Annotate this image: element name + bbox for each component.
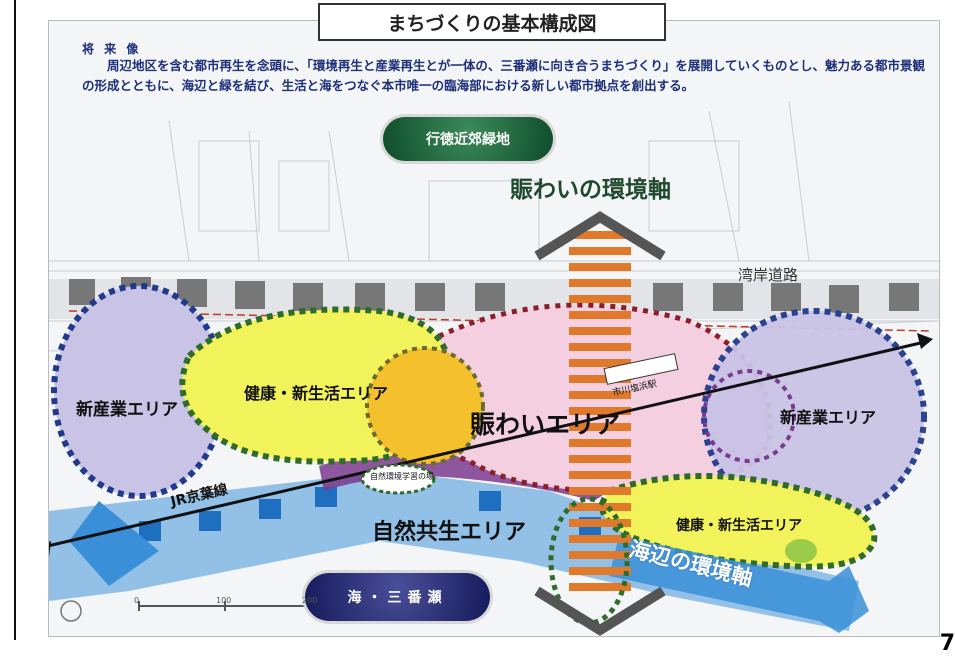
jr-line <box>49 339 930 548</box>
page-number: 7 <box>939 631 955 656</box>
green-spot <box>785 539 817 563</box>
diagram-title: まちづくりの基本構成図 <box>318 3 666 41</box>
bay-road-label: 湾岸道路 <box>738 266 799 284</box>
axis-arrow-down <box>534 586 666 636</box>
green-area-pill: 行徳近郊緑地 <box>383 117 553 161</box>
north-mark <box>60 600 82 622</box>
industry-left-label: 新産業エリア <box>76 400 178 420</box>
scale-label-200: 200 <box>302 596 318 605</box>
env-learning-ring <box>548 496 630 626</box>
lively-axis-label: 賑わいの環境軸 <box>510 177 671 203</box>
station-box <box>603 353 679 385</box>
vision-heading: 将 来 像 <box>82 42 142 56</box>
industry-right-label: 新産業エリア <box>780 408 877 427</box>
coast-axis-left-arrow <box>69 501 159 586</box>
health-left-label: 健康・新生活エリア <box>244 384 389 403</box>
nature-area-label: 自然共生エリア <box>372 520 527 545</box>
axis-arrow-up <box>534 211 666 261</box>
vision-text: 周辺地区を含む都市再生を念頭に、「環境再生と産業再生とが一体の、三番瀬に向き合う… <box>82 58 926 93</box>
base-map <box>48 20 940 637</box>
core-circle <box>365 346 485 466</box>
sea-pill: 海・三番瀬 <box>305 573 490 621</box>
coast-blocks <box>139 487 601 541</box>
jr-arrow-right <box>917 333 933 349</box>
scale-label-100: 100 <box>216 596 232 605</box>
env-learning-label: 自然環境学習の場 <box>370 472 434 481</box>
scale-label-0: 0 <box>134 596 140 605</box>
lively-area-label: 賑わいエリア <box>470 410 621 439</box>
env-learning-box <box>360 463 436 495</box>
health-right-label: 健康・新生活エリア <box>676 518 802 534</box>
industry-inner-ring <box>702 369 796 463</box>
jr-arrow-left <box>49 541 51 557</box>
coast-axis-right-arrow <box>609 536 869 633</box>
page-frame <box>14 0 944 640</box>
lively-axis-bars <box>569 231 631 591</box>
map-graphics <box>49 100 939 636</box>
